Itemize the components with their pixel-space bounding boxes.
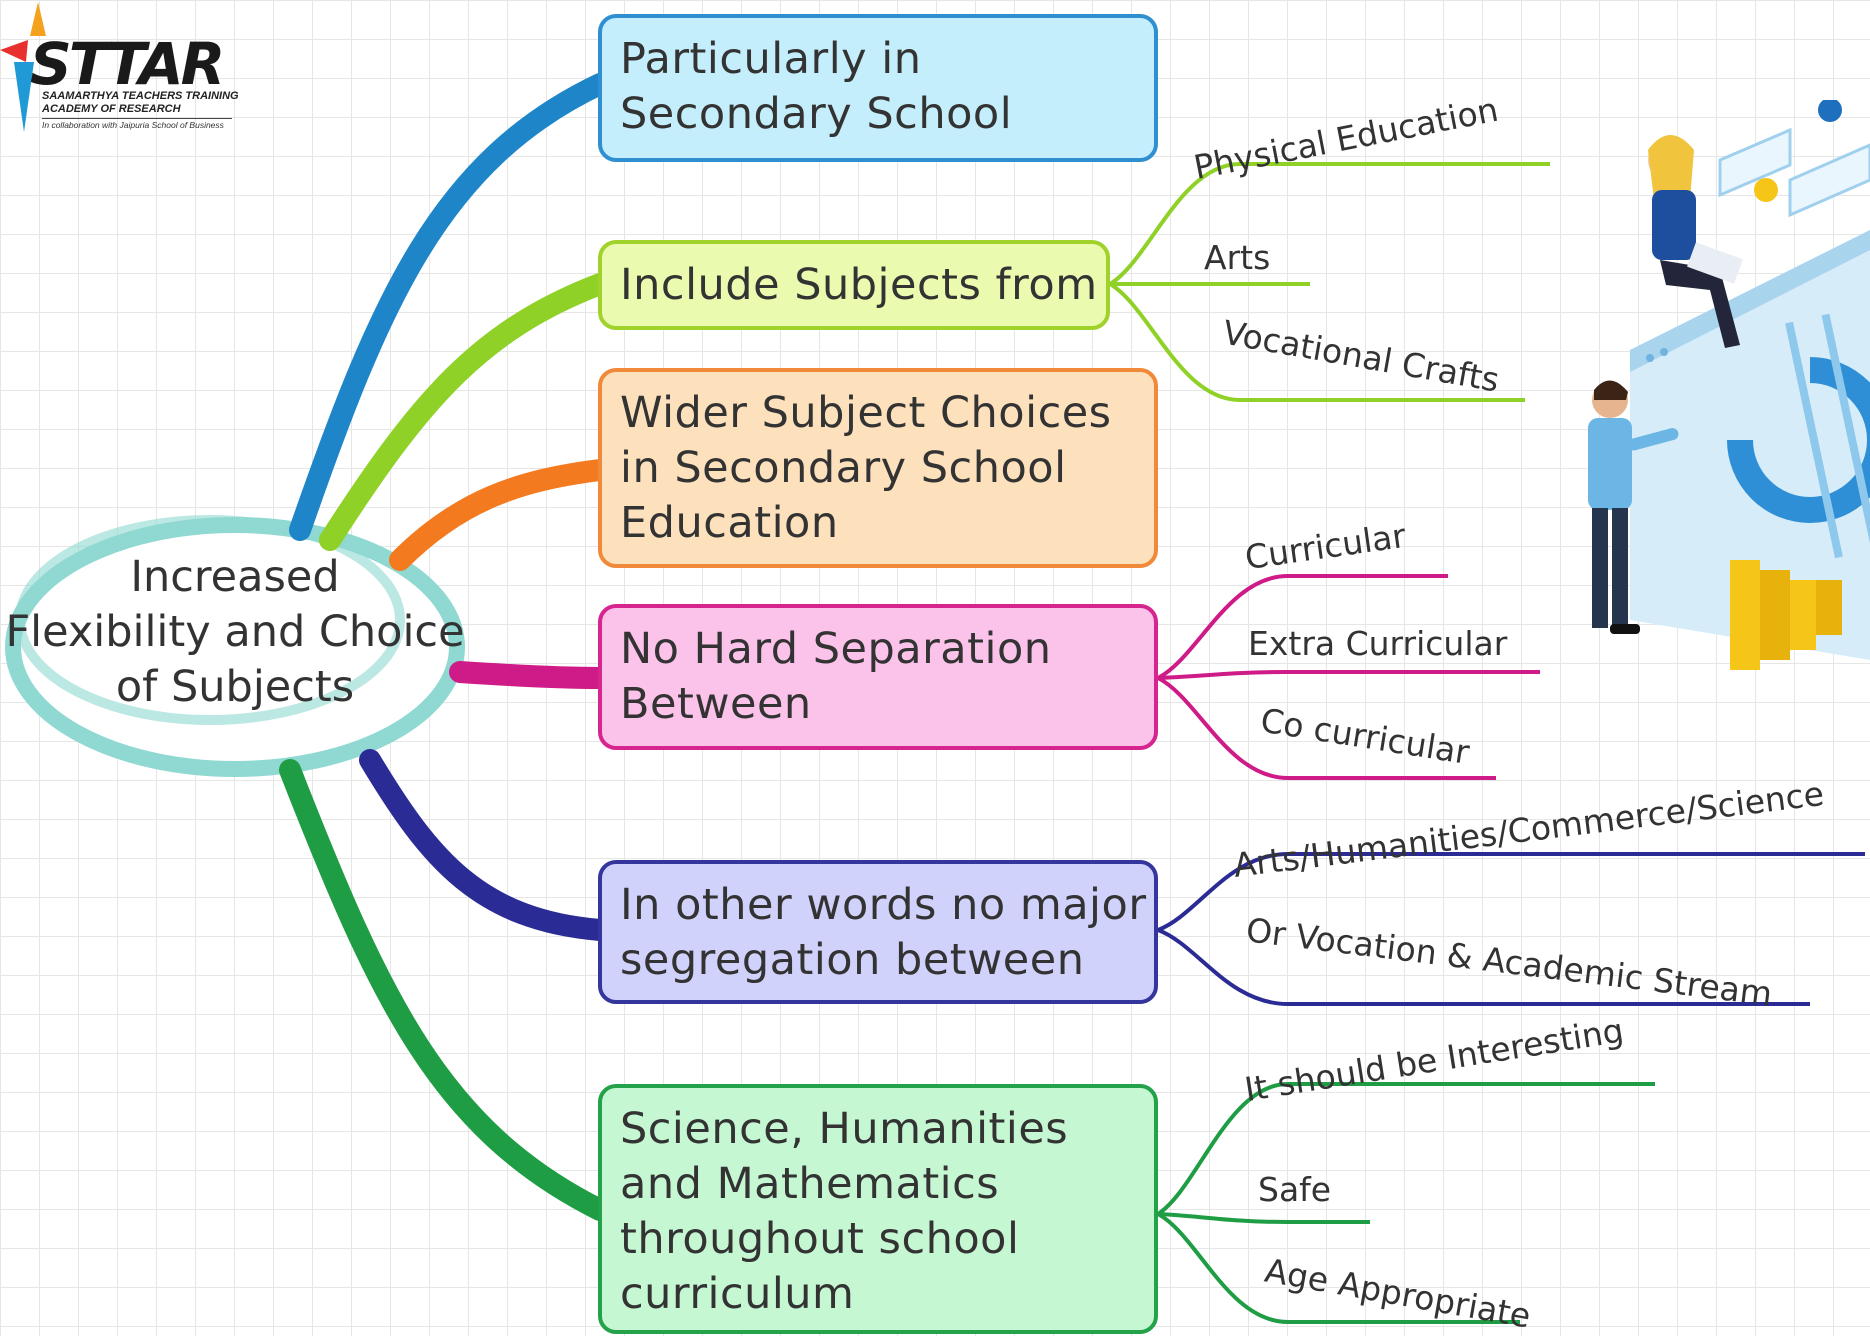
main-branch-connector bbox=[279, 759, 611, 1221]
branch-node-line: Between bbox=[620, 679, 812, 729]
leaf-connector bbox=[1157, 852, 1865, 932]
logo-line-2: ACADEMY OF RESEARCH bbox=[42, 103, 181, 115]
leaf-arts: Arts bbox=[1204, 238, 1271, 277]
branch-node-line: segregation between bbox=[620, 935, 1085, 985]
branch-node-line: No Hard Separation bbox=[620, 624, 1052, 674]
bar-block bbox=[1816, 580, 1842, 635]
leaf-connector bbox=[1108, 282, 1525, 402]
branch-node-line: Particularly in bbox=[620, 34, 922, 84]
branch-node-line: Science, Humanities bbox=[620, 1104, 1069, 1154]
main-branch-connector bbox=[289, 73, 611, 541]
branch-node-secondary-school: Particularly in Secondary School bbox=[598, 14, 1158, 162]
central-topic-line: Increased bbox=[130, 552, 340, 602]
branch-node-line: Education bbox=[620, 498, 839, 548]
team-dashboard-illustration bbox=[1588, 100, 1870, 670]
leaf-connector bbox=[1156, 1082, 1655, 1216]
main-branch-connector bbox=[359, 749, 611, 941]
logo-name: STTAR bbox=[30, 30, 225, 98]
branch-node-line: curriculum bbox=[620, 1269, 855, 1319]
leaf-connector bbox=[1157, 928, 1810, 1006]
branch-node-line: Include Subjects from bbox=[620, 260, 1098, 310]
logo-divider bbox=[42, 118, 232, 119]
leaf-extra-curricular: Extra Curricular bbox=[1248, 624, 1508, 663]
leaf-connector bbox=[1108, 162, 1550, 286]
bar-block bbox=[1790, 580, 1816, 650]
central-topic: Increased Flexibility and Choice of Subj… bbox=[0, 550, 470, 715]
leaf-connector bbox=[1157, 1212, 1370, 1224]
branch-node-include-subjects: Include Subjects from bbox=[598, 240, 1110, 330]
leaf-connector bbox=[1157, 676, 1496, 780]
central-topic-ring bbox=[15, 515, 405, 725]
branch-node-no-segregation: In other words no major segregation betw… bbox=[598, 860, 1158, 1004]
branch-node-line: in Secondary School bbox=[620, 443, 1067, 493]
main-branch-connector bbox=[389, 459, 611, 571]
logo-tagline: In collaboration with Jaipuria School of… bbox=[42, 120, 224, 130]
main-branch-connector bbox=[449, 661, 611, 689]
logo-line-1: SAAMARTHYA TEACHERS TRAINING bbox=[42, 90, 239, 102]
branch-node-science-humanities-maths: Science, Humanities and Mathematics thro… bbox=[598, 1084, 1158, 1334]
leaf-connector bbox=[1157, 574, 1448, 680]
branch-node-line: Secondary School bbox=[620, 89, 1013, 139]
branch-node-line: Wider Subject Choices bbox=[620, 388, 1112, 438]
branch-node-line: and Mathematics bbox=[620, 1159, 1000, 1209]
branch-node-no-hard-separation: No Hard Separation Between bbox=[598, 604, 1158, 750]
star-logo: STTAR SAAMARTHYA TEACHERS TRAINING ACADE… bbox=[0, 0, 250, 140]
screen-header bbox=[1630, 230, 1870, 372]
leaf-connector bbox=[1157, 1212, 1520, 1324]
central-topic-line: Flexibility and Choice bbox=[5, 607, 465, 657]
branch-node-line: throughout school bbox=[620, 1214, 1020, 1264]
leaf-safe: Safe bbox=[1258, 1170, 1332, 1209]
branch-node-line: In other words no major bbox=[620, 880, 1147, 930]
leaf-connector bbox=[1157, 670, 1540, 680]
main-branch-connector bbox=[319, 273, 611, 551]
bar-block bbox=[1730, 560, 1760, 670]
star-emblem-icon bbox=[0, 2, 46, 132]
central-topic-line: of Subjects bbox=[115, 662, 355, 712]
bar-block bbox=[1760, 570, 1790, 660]
branch-node-wider-choices: Wider Subject Choices in Secondary Schoo… bbox=[598, 368, 1158, 568]
